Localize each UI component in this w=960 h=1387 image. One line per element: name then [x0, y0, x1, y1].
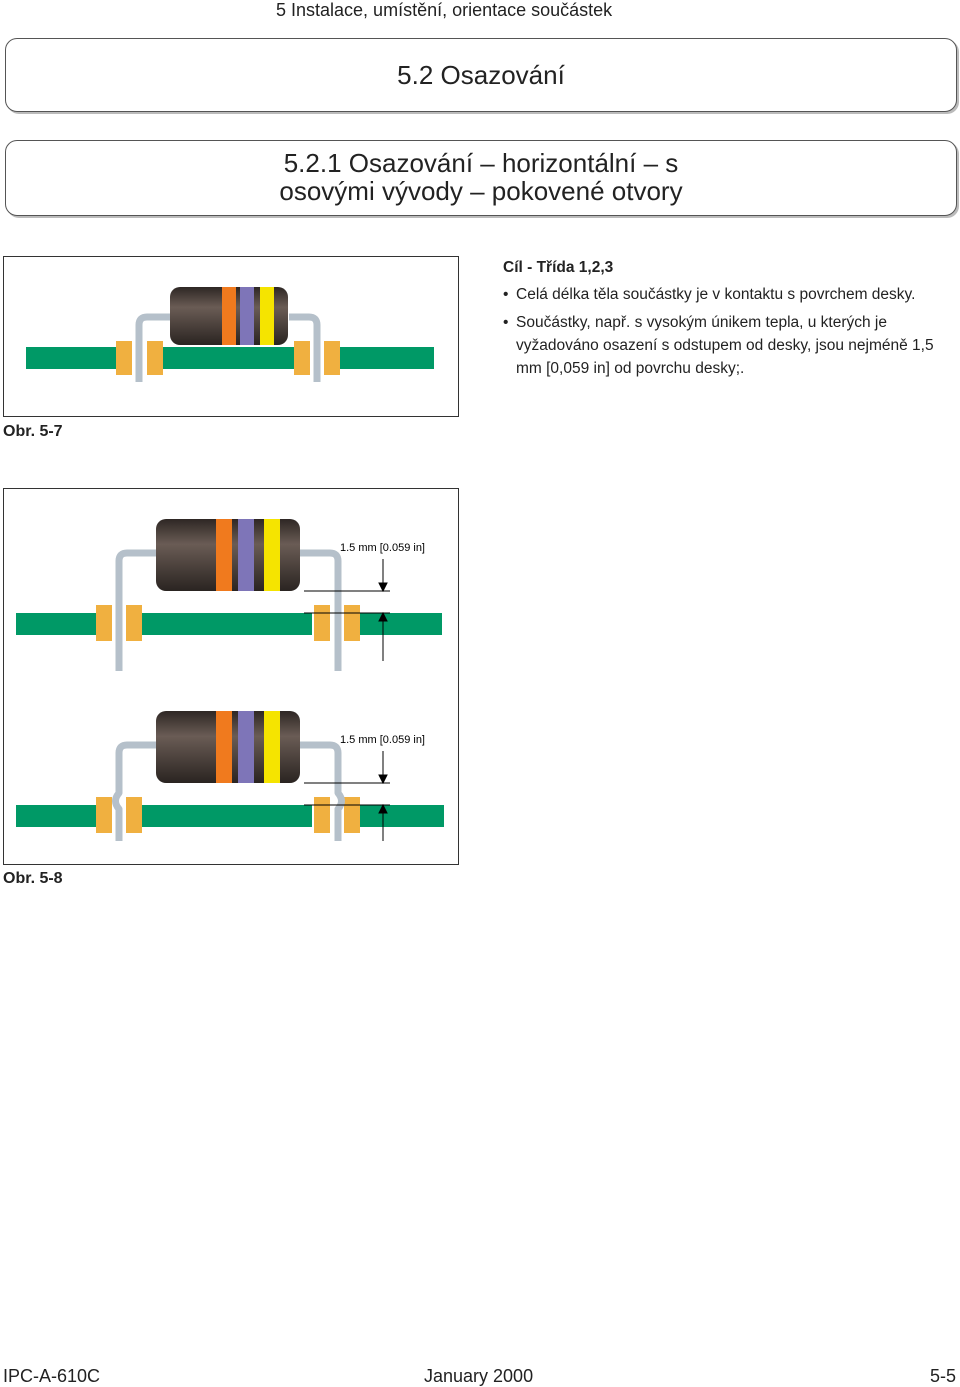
- board-upper: [16, 613, 442, 635]
- dimension-lower: [304, 751, 390, 841]
- subsection-title-line1: 5.2.1 Osazování – horizontální – s: [283, 148, 679, 178]
- board: [26, 347, 434, 369]
- footer-date: January 2000: [424, 1366, 534, 1386]
- dimension-upper: [304, 559, 390, 661]
- criteria-block: Cíl - Třída 1,2,3 Celá délka těla součás…: [503, 256, 953, 385]
- criteria-item: Součástky, např. s vysokým únikem tepla,…: [503, 311, 953, 380]
- plated-holes-upper: [96, 605, 360, 641]
- criteria-item: Celá délka těla součástky je v kontaktu …: [503, 283, 953, 306]
- figure-flush-mount: [3, 256, 459, 417]
- figure-caption: Obr. 5-8: [3, 870, 63, 887]
- subsection-title: 5.2.1 Osazování – horizontální – s osový…: [6, 141, 956, 205]
- chapter-heading: 5 Instalace, umístění, orientace součást…: [276, 0, 613, 20]
- leads-upper: [115, 549, 342, 671]
- resistor-body-upper: [156, 519, 300, 591]
- plated-holes-lower: [96, 797, 360, 833]
- figure-caption: Obr. 5-7: [3, 423, 63, 440]
- plated-holes: [116, 341, 340, 375]
- resistor-raised-illustration: 1.5 mm [0.059 in] 1.5: [16, 519, 444, 841]
- board-lower: [16, 805, 444, 827]
- resistor-body: [170, 287, 288, 345]
- subsection-title-line2: osovými vývody – pokovené otvory: [279, 176, 683, 206]
- figure-raised-mount: 1.5 mm [0.059 in] 1.5: [3, 488, 459, 865]
- section-title: 5.2 Osazování: [397, 60, 565, 90]
- subsection-title-box: 5.2.1 Osazování – horizontální – s osový…: [5, 140, 957, 216]
- dimension-label-upper: 1.5 mm [0.059 in]: [340, 542, 425, 554]
- leads: [135, 313, 321, 382]
- footer-document-id: IPC-A-610C: [3, 1366, 101, 1386]
- footer-page-number: 5-5: [929, 1366, 956, 1386]
- criteria-heading: Cíl - Třída 1,2,3: [503, 259, 614, 276]
- resistor-body-lower: [156, 711, 300, 783]
- section-title-box: 5.2 Osazování: [5, 38, 957, 112]
- dimension-label-lower: 1.5 mm [0.059 in]: [340, 734, 425, 746]
- resistor-flush-illustration: [26, 287, 434, 382]
